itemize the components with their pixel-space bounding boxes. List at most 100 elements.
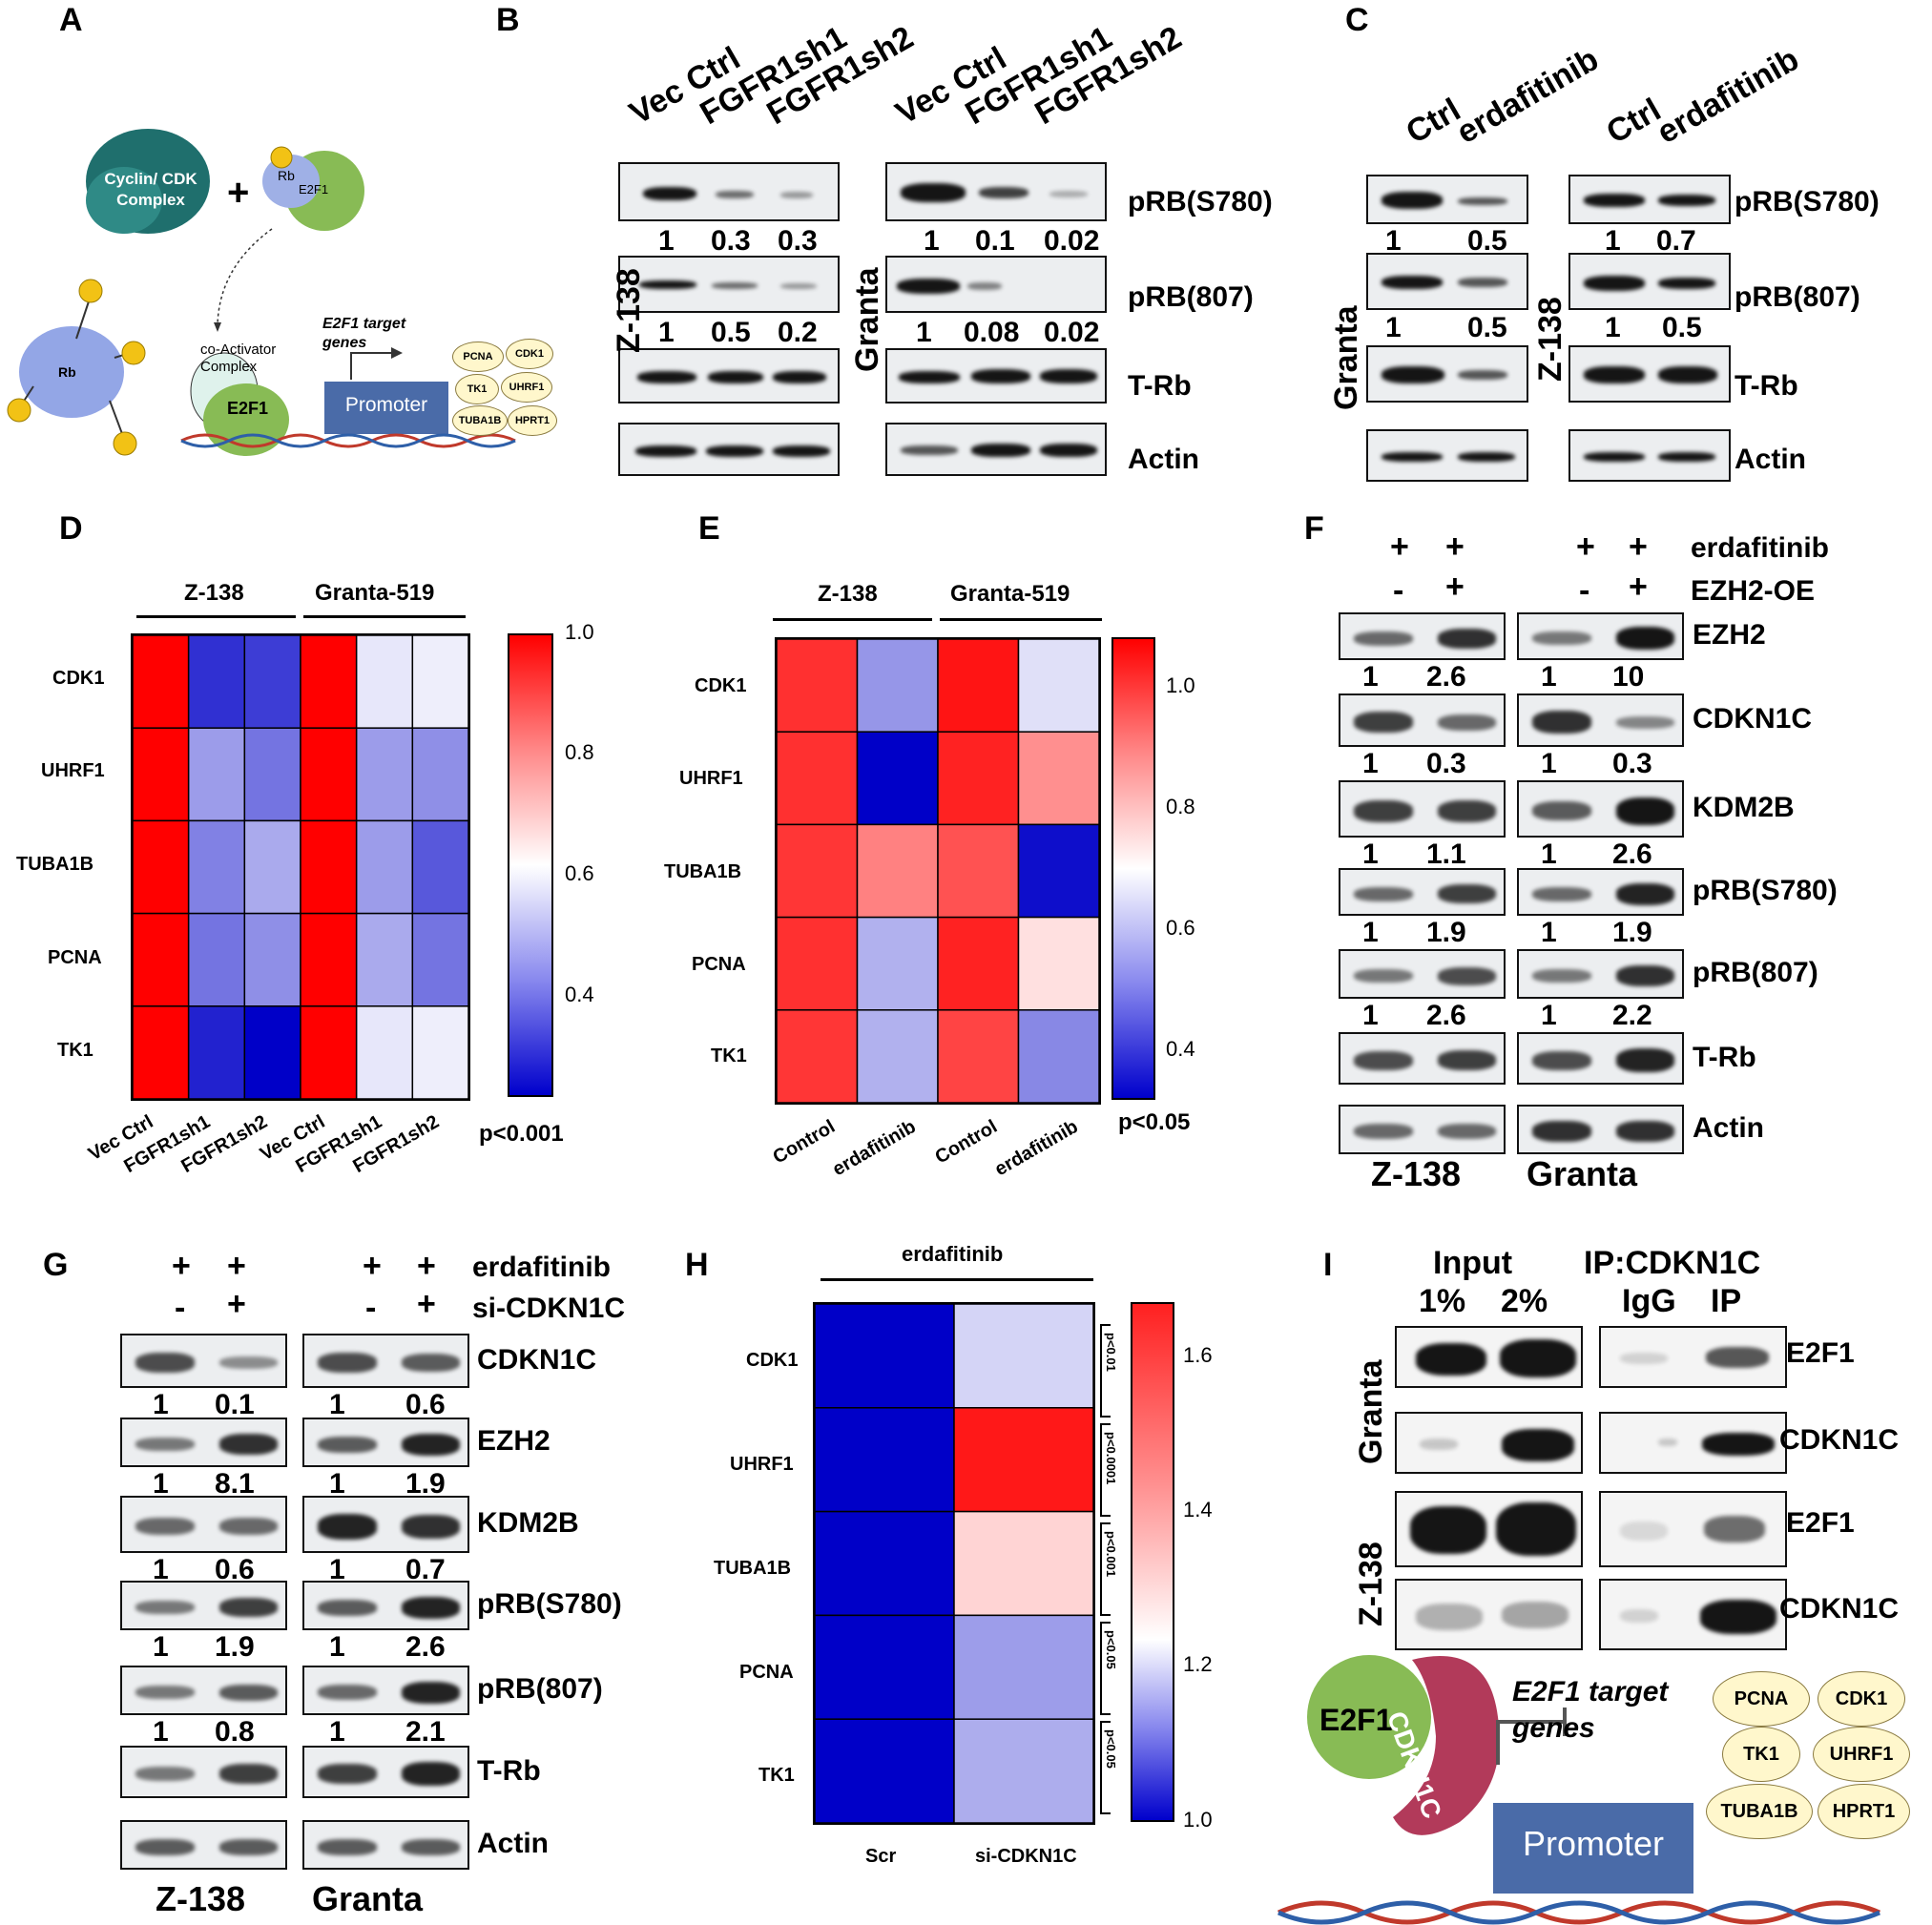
- treat-sign: +: [1445, 528, 1465, 565]
- heatmap-cell: [132, 912, 190, 1007]
- oe-sign: -: [1579, 572, 1590, 609]
- heatmap-cell: [243, 727, 301, 822]
- oe-label-f: EZH2-OE: [1691, 575, 1816, 607]
- panel-letter-g: G: [43, 1247, 69, 1283]
- heatmap-cell: [300, 819, 358, 915]
- quant: 0.5: [711, 317, 751, 348]
- heatmap-h: [813, 1302, 1095, 1825]
- oe-sign: +: [1629, 569, 1648, 605]
- heatmap-cell: [856, 916, 939, 1011]
- row-label: UHRF1: [679, 768, 743, 789]
- heatmap-cell: [814, 1407, 955, 1513]
- quant: 1: [153, 1554, 169, 1585]
- quant: 0.6: [215, 1554, 255, 1585]
- quant: 1: [1385, 312, 1402, 343]
- heatmap-cell: [1017, 638, 1100, 733]
- quant: 1: [1605, 312, 1621, 343]
- group-line: [940, 618, 1102, 621]
- row-label: TK1: [758, 1765, 795, 1786]
- protein-label: Actin: [477, 1828, 549, 1859]
- quant: 0.7: [405, 1554, 446, 1585]
- lane-label: 1%: [1419, 1283, 1466, 1319]
- ip-header: IP:CDKN1C: [1584, 1245, 1761, 1281]
- panel-letter-d: D: [59, 510, 83, 547]
- row-label: UHRF1: [41, 760, 105, 781]
- blot-band: [120, 1581, 287, 1630]
- blot-c-left-1: [1366, 175, 1528, 224]
- quant: 2.6: [1426, 1000, 1466, 1031]
- pvalue-d: p<0.001: [479, 1121, 564, 1147]
- heatmap-cell: [243, 634, 301, 729]
- protein-label: KDM2B: [477, 1507, 579, 1539]
- colorbar-tick: 0.8: [565, 740, 594, 764]
- protein-label: E2F1: [1786, 1507, 1855, 1539]
- heatmap-cell: [856, 823, 939, 919]
- quant: 1: [658, 225, 675, 257]
- protein-label: pRB(807): [1735, 281, 1860, 313]
- blot-i-2b: [1599, 1412, 1787, 1474]
- quant: 1: [1541, 838, 1557, 870]
- blot-i-3b: [1599, 1491, 1787, 1567]
- cyclin-cdk-label: Cyclin/ CDK Complex: [104, 170, 197, 209]
- blot-band: [1339, 949, 1506, 999]
- blot-i-1b: [1599, 1326, 1787, 1388]
- group-label-h: erdafitinib: [902, 1242, 1004, 1266]
- quant: 0.3: [778, 225, 818, 257]
- rb-big-label: Rb: [58, 364, 76, 380]
- protein-label: T-Rb: [1693, 1041, 1756, 1073]
- gene-pcna-a: PCNA: [452, 342, 504, 372]
- cell-label-granta-b: Granta: [849, 267, 885, 372]
- pvalue-e: p<0.05: [1118, 1109, 1191, 1135]
- panel-letter-c: C: [1345, 2, 1369, 38]
- blot-band: [1517, 612, 1684, 660]
- colorbar-tick: 0.4: [565, 983, 594, 1006]
- quant: 1: [153, 1389, 169, 1420]
- quant: 1.9: [215, 1631, 255, 1663]
- quant: 1: [329, 1468, 345, 1500]
- si-sign: -: [365, 1290, 377, 1326]
- promoter-label-a: Promoter: [344, 394, 428, 416]
- heatmap-cell: [300, 727, 358, 822]
- pvalue-text: p<0.001: [1104, 1531, 1118, 1577]
- blot-band: [120, 1496, 287, 1553]
- quant: 2.2: [1612, 1000, 1652, 1031]
- pvalue-text: p<0.05: [1104, 1729, 1118, 1769]
- quant: 0.02: [1044, 317, 1100, 348]
- group-line: [773, 618, 932, 621]
- pvalue-text: p<0.05: [1104, 1630, 1118, 1669]
- protein-label: pRB(S780): [1693, 875, 1838, 906]
- quant: 1.9: [405, 1468, 446, 1500]
- colorbar-d: [508, 633, 553, 1097]
- heatmap-cell: [411, 819, 469, 915]
- heatmap-cell: [776, 916, 859, 1011]
- oe-sign: -: [1393, 572, 1404, 609]
- heatmap-cell: [814, 1718, 955, 1824]
- col-label: Scr: [865, 1846, 897, 1867]
- blot-band: [302, 1334, 469, 1388]
- quant: 1: [153, 1468, 169, 1500]
- blot-band: [1517, 780, 1684, 838]
- heatmap-cell: [132, 634, 190, 729]
- heatmap-cell: [132, 727, 190, 822]
- treat-sign: +: [363, 1248, 382, 1284]
- quant: 1: [658, 317, 675, 348]
- gene-tuba1b-i: TUBA1B: [1706, 1784, 1813, 1839]
- blot-band: [302, 1581, 469, 1630]
- protein-label: KDM2B: [1693, 792, 1795, 823]
- heatmap-cell: [300, 1005, 358, 1100]
- lane-label: erdafitinib: [1450, 41, 1605, 152]
- heatmap-cell: [300, 634, 358, 729]
- colorbar-tick: 0.4: [1166, 1037, 1195, 1061]
- gene-tk1-i: TK1: [1722, 1727, 1800, 1782]
- row-label: UHRF1: [730, 1454, 794, 1475]
- heatmap-cell: [1017, 823, 1100, 919]
- heatmap-cell: [187, 1005, 246, 1100]
- e2f1-label-a: E2F1: [227, 399, 269, 418]
- quant: 0.2: [778, 317, 818, 348]
- quant: 2.6: [405, 1631, 446, 1663]
- blot-band: [1339, 1105, 1506, 1154]
- heatmap-cell: [776, 823, 859, 919]
- heatmap-border: [131, 633, 470, 1101]
- blot-band: [1339, 1032, 1506, 1085]
